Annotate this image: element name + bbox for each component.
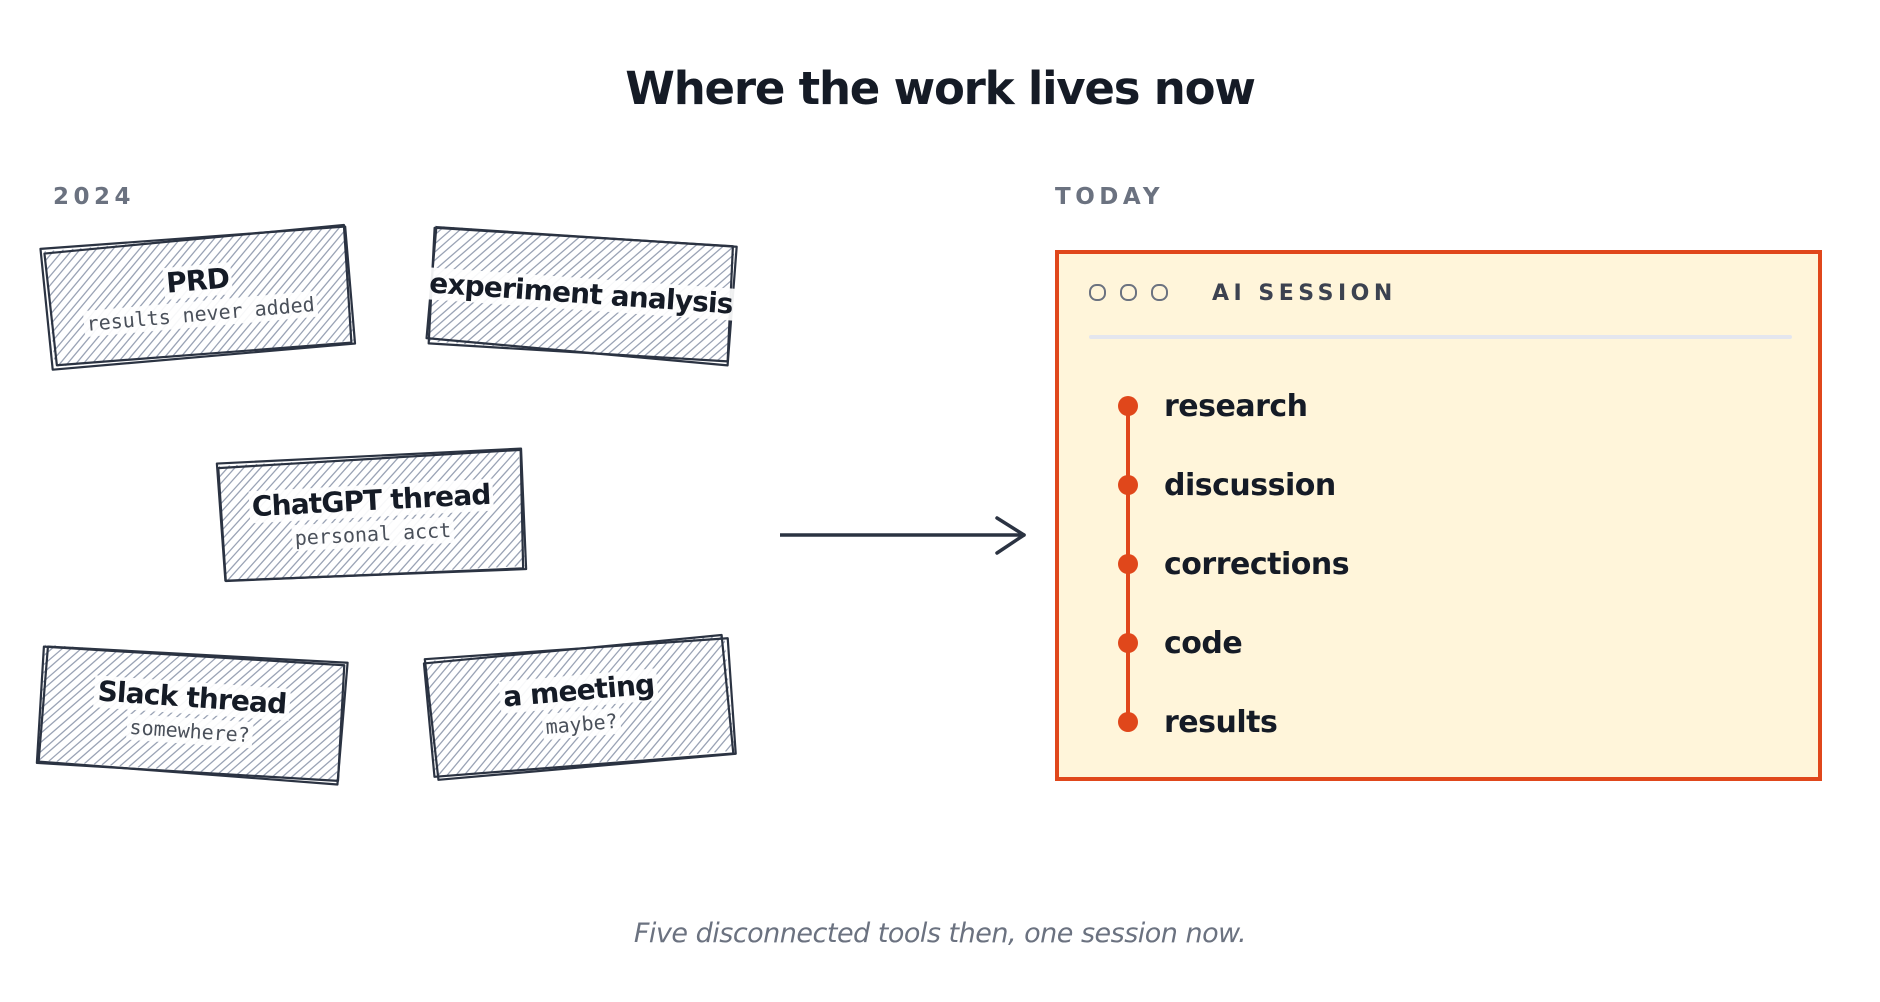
timeline-step-label: corrections [1164,546,1350,582]
session-title: AI SESSION [1212,281,1397,306]
timeline-step-label: research [1164,388,1308,424]
timeline-node [1118,554,1138,574]
session-divider [1089,335,1792,339]
timeline-node [1118,475,1138,495]
window-dot-icon [1120,284,1137,301]
card-slack-thread: Slack thread somewhere? [35,644,349,786]
card-chatgpt-thread: ChatGPT thread personal acct [215,447,528,583]
window-dot-icon [1151,284,1168,301]
section-label-today: TODAY [1055,184,1165,210]
section-label-2024: 2024 [53,184,136,210]
timeline-node [1118,712,1138,732]
card-experiment-analysis: experiment analysis [425,225,738,367]
page-title: Where the work lives now [625,62,1256,115]
sketch-frame [35,644,349,786]
timeline-node [1118,633,1138,653]
timeline-step-label: discussion [1164,467,1336,503]
ai-session-panel: AI SESSION research discussion correctio… [1055,250,1822,781]
window-dot-icon [1089,284,1106,301]
timeline-node [1118,396,1138,416]
timeline-step-label: code [1164,625,1243,661]
card-prd: PRD results never added [39,223,357,371]
card-title: PRD [161,261,234,301]
timeline-step-label: results [1164,704,1278,740]
card-a-meeting: a meeting maybe? [422,633,737,781]
arrow-right-icon [780,516,1026,555]
window-controls [1089,284,1168,301]
caption: Five disconnected tools then, one sessio… [633,918,1247,949]
